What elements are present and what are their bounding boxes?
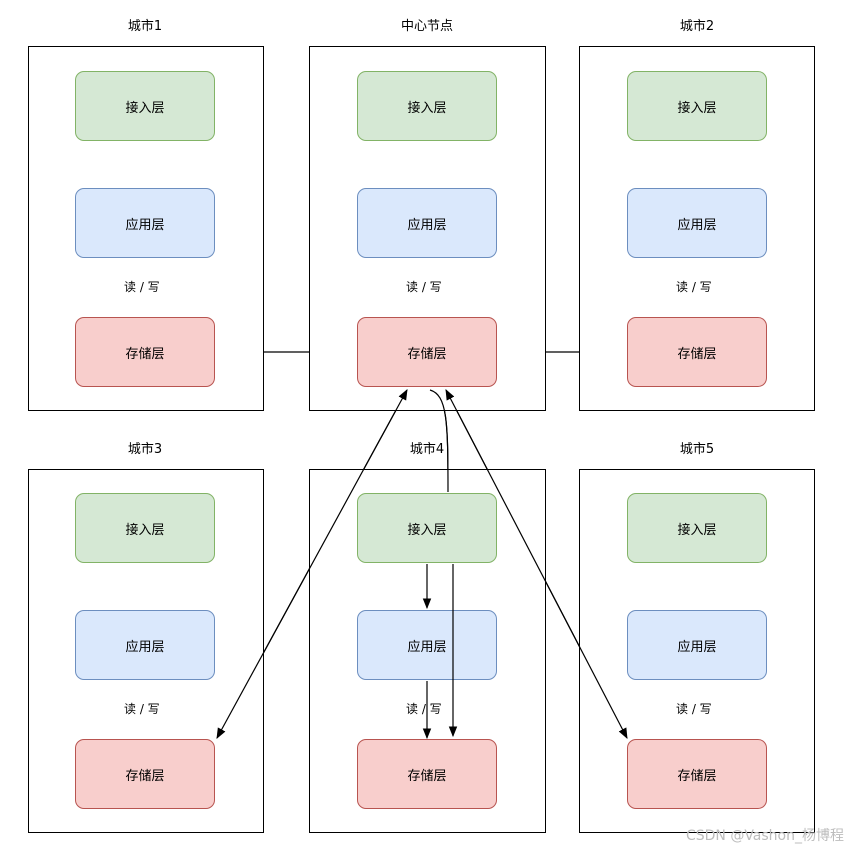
read-write-label: 读 / 写 [122, 702, 162, 716]
access-layer-node: 接入层 [627, 71, 767, 141]
cluster-title-city2: 城市2 [679, 19, 715, 34]
cluster-title-center: 中心节点 [400, 19, 453, 34]
cluster-title-city1: 城市1 [127, 19, 163, 34]
application-layer-node: 应用层 [357, 610, 497, 680]
access-layer-node: 接入层 [75, 493, 215, 563]
access-layer-node: 接入层 [627, 493, 767, 563]
storage-layer-node: 存储层 [75, 317, 215, 387]
storage-layer-node: 存储层 [627, 317, 767, 387]
application-layer-node: 应用层 [627, 610, 767, 680]
cluster-title-city3: 城市3 [127, 442, 163, 457]
access-layer-node: 接入层 [357, 493, 497, 563]
application-layer-node: 应用层 [627, 188, 767, 258]
cluster-title-city4: 城市4 [409, 442, 445, 457]
storage-layer-node: 存储层 [627, 739, 767, 809]
read-write-label: 读 / 写 [404, 280, 444, 294]
access-layer-node: 接入层 [357, 71, 497, 141]
read-write-label: 读 / 写 [122, 280, 162, 294]
read-write-label: 读 / 写 [674, 280, 714, 294]
cluster-title-city5: 城市5 [679, 442, 715, 457]
application-layer-node: 应用层 [75, 188, 215, 258]
watermark: CSDN @Vashon_杨博程 [685, 828, 844, 844]
storage-layer-node: 存储层 [357, 739, 497, 809]
read-write-label: 读 / 写 [674, 702, 714, 716]
read-write-label: 读 / 写 [404, 702, 444, 716]
storage-layer-node: 存储层 [75, 739, 215, 809]
application-layer-node: 应用层 [75, 610, 215, 680]
access-layer-node: 接入层 [75, 71, 215, 141]
application-layer-node: 应用层 [357, 188, 497, 258]
storage-layer-node: 存储层 [357, 317, 497, 387]
